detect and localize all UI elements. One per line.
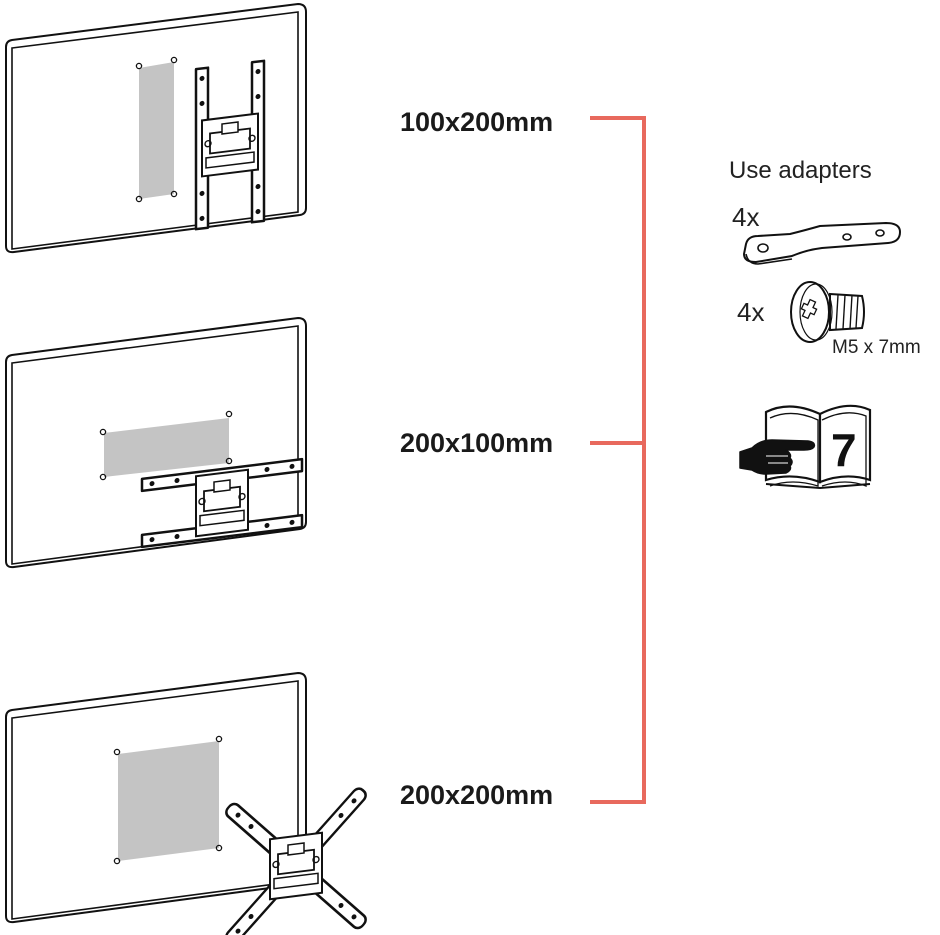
vesa-area <box>135 56 178 203</box>
screw-spec: M5 x 7mm <box>832 337 921 358</box>
pattern-label-2: 200x100mm <box>400 428 553 458</box>
bracket-quantity: 4x <box>732 202 759 232</box>
manual-page-number: 7 <box>831 424 857 476</box>
grouping-bracket <box>590 116 646 804</box>
screw-quantity: 4x <box>737 297 764 327</box>
pattern-label-1: 100x200mm <box>400 107 553 137</box>
use-adapters-title: Use adapters <box>729 157 872 184</box>
adapter-bracket-icon <box>742 221 902 265</box>
pointing-hand-icon <box>739 439 816 475</box>
vesa-area <box>99 410 233 481</box>
screw-icon <box>790 281 865 343</box>
vesa-area <box>113 735 223 865</box>
pattern-label-3: 200x200mm <box>400 780 553 810</box>
